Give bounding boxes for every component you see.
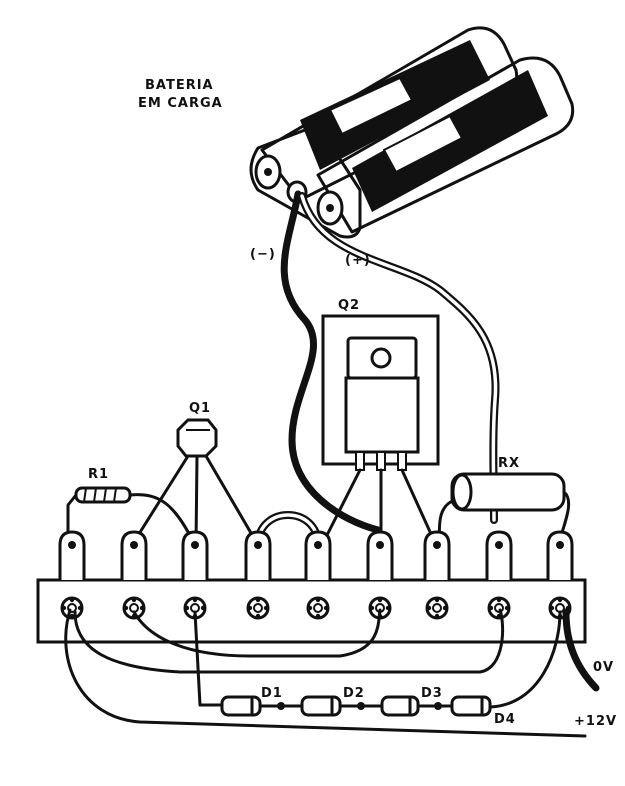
solder-lug <box>244 530 272 580</box>
q2-power-transistor <box>321 314 440 471</box>
d3-label: D3 <box>421 686 443 701</box>
diode <box>450 695 492 717</box>
d4-label: D4 <box>494 712 516 727</box>
q2-label: Q2 <box>338 298 360 313</box>
bottom-wire-lug1-lug8 <box>73 608 505 674</box>
solder-lug <box>304 530 332 580</box>
battery-pack <box>249 26 575 239</box>
rx-resistor <box>437 472 571 547</box>
rx-label: RX <box>498 456 520 471</box>
solder-lug <box>485 530 513 580</box>
q1-lead-right <box>204 454 260 547</box>
battery-label-line2: EM CARGA <box>138 96 223 111</box>
battery-label-line1: BATERIA <box>145 78 214 93</box>
d2-label: D2 <box>343 686 365 701</box>
solder-lug <box>366 530 394 580</box>
solder-lug <box>546 530 574 580</box>
positive-polarity-label: (+) <box>345 253 371 268</box>
solder-junction <box>357 702 365 710</box>
solder-lug <box>423 530 451 580</box>
negative-lead-wire <box>280 190 382 534</box>
terminal-hole <box>60 596 84 620</box>
bottom-wire-to-d1 <box>193 610 224 707</box>
d1-label: D1 <box>261 686 283 701</box>
solder-lug <box>120 530 148 580</box>
r1-label: R1 <box>88 467 109 482</box>
terminal-hole <box>425 596 449 620</box>
zero-volt-wire <box>562 608 600 692</box>
terminal-hole <box>122 596 146 620</box>
diode <box>380 695 420 717</box>
terminal-hole <box>246 596 270 620</box>
negative-polarity-label: (−) <box>250 247 276 262</box>
q1-lead-center <box>194 454 199 547</box>
zero-volt-label: 0V <box>593 660 614 675</box>
plus12v-supply-wire <box>64 608 587 738</box>
solder-lug <box>58 530 86 580</box>
plus12v-label: +12V <box>574 714 617 729</box>
terminal-hole <box>306 596 330 620</box>
solder-junction <box>434 702 442 710</box>
bottom-wire-d4-return <box>488 610 562 709</box>
diode <box>300 695 342 717</box>
q1-label: Q1 <box>189 401 211 416</box>
bottom-wire-lug2-lug6 <box>132 608 382 658</box>
solder-lug <box>181 530 209 580</box>
q1-transistor <box>176 418 218 458</box>
diode <box>220 695 262 717</box>
solder-lugs <box>58 530 574 580</box>
terminal-strip <box>36 530 587 644</box>
solder-junction <box>277 702 285 710</box>
mounting-holes <box>60 596 572 620</box>
q2-lead-left <box>320 468 362 547</box>
diode-string <box>220 695 492 717</box>
terminal-hole <box>487 596 511 620</box>
